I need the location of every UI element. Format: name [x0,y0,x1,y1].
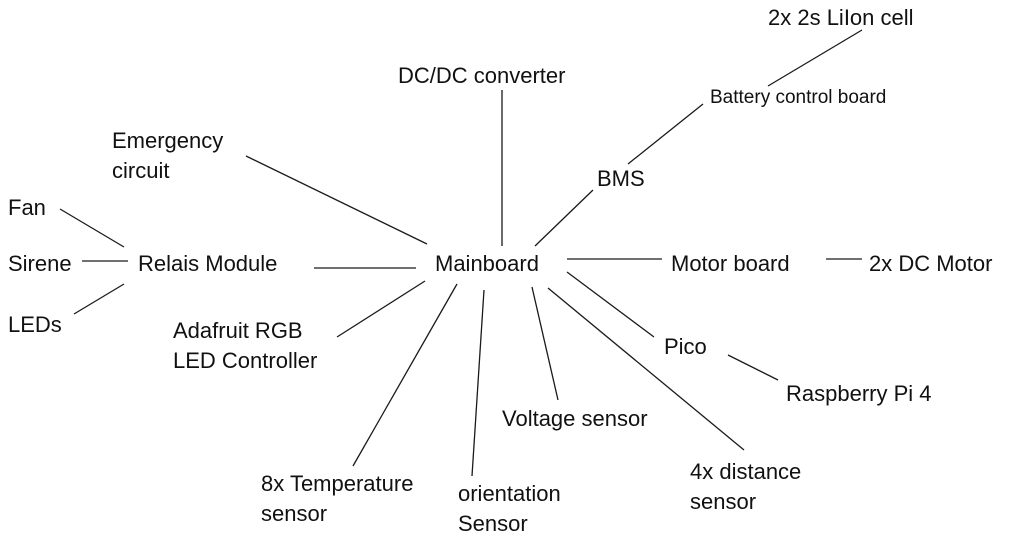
node-voltage-sensor: Voltage sensor [502,406,648,431]
edge-emergency-mainboard [245,155,428,245]
node-temperature-sensor: 8x Temperature sensor [261,469,413,529]
edge-temperature-mainboard [352,283,458,467]
node-liion-cell: 2x 2s LiIon cell [768,5,914,30]
edge-voltage-mainboard [531,286,559,401]
node-temperature-line1: 8x Temperature [261,471,414,496]
node-adafruit-line1: Adafruit RGB [173,318,303,343]
node-motor-board: Motor board [671,251,790,276]
node-orientation-line1: orientation [458,481,561,506]
edge-liion-battery-board [767,29,863,87]
node-adafruit-rgb-led-controller: Adafruit RGB LED Controller [173,316,317,376]
node-raspberry-pi: Raspberry Pi 4 [786,381,932,406]
node-battery-control-board: Battery control board [710,87,887,108]
node-relais-module: Relais Module [138,251,278,276]
edge-distance-mainboard [547,287,745,451]
node-bms: BMS [597,166,645,191]
edge-pico-raspberry [727,354,779,381]
node-temperature-line2: sensor [261,501,328,526]
node-dc-motor: 2x DC Motor [869,251,993,276]
edge-mainboard-pico [566,271,655,338]
edge-fan-relais [59,208,125,248]
node-distance-sensor: 4x distance sensor [690,457,801,517]
node-emergency-circuit: Emergency circuit [112,126,223,186]
node-dcdc-converter: DC/DC converter [398,63,566,88]
edge-leds-relais [73,283,125,315]
node-emergency-line2: circuit [112,158,170,183]
edge-bms-mainboard [534,189,594,247]
edge-orientation-mainboard [471,289,485,477]
node-leds: LEDs [8,312,62,337]
node-emergency-line1: Emergency [112,128,224,153]
node-adafruit-line2: LED Controller [173,348,318,373]
node-distance-line1: 4x distance [690,459,802,484]
node-pico: Pico [664,334,707,359]
node-sirene: Sirene [8,251,72,276]
node-orientation-line2: Sensor [458,511,528,536]
edge-battery-board-bms [627,103,704,165]
node-distance-line2: sensor [690,489,757,514]
node-mainboard: Mainboard [435,251,539,276]
edge-adafruit-mainboard [336,280,426,338]
node-fan: Fan [8,195,46,220]
node-orientation-sensor: orientation Sensor [458,479,561,539]
